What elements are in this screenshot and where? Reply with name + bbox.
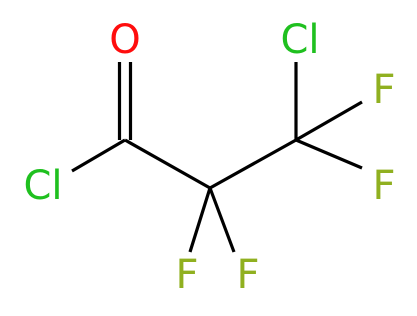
- atom-fluorine-bottom-left: F: [175, 252, 198, 298]
- atom-fluorine-right-lower: F: [372, 163, 395, 209]
- bond-c3-f-upper: [295, 100, 363, 142]
- atom-fluorine-bottom-right: F: [236, 252, 259, 298]
- bond-c2-c3: [209, 138, 297, 190]
- atom-oxygen: O: [109, 17, 140, 63]
- bond-c1-c2: [124, 138, 211, 190]
- bonds: [71, 62, 363, 253]
- atoms: O Cl Cl F F F F: [23, 17, 395, 298]
- atom-fluorine-right-upper: F: [372, 67, 395, 113]
- bond-c3-f-lower: [295, 138, 363, 170]
- atom-chlorine-top: Cl: [280, 17, 319, 63]
- bond-c2-f-left: [188, 187, 212, 253]
- bond-carbonyl-cl: [71, 138, 126, 173]
- bond-c2-f-right: [208, 187, 236, 253]
- atom-chlorine-acyl: Cl: [23, 163, 62, 209]
